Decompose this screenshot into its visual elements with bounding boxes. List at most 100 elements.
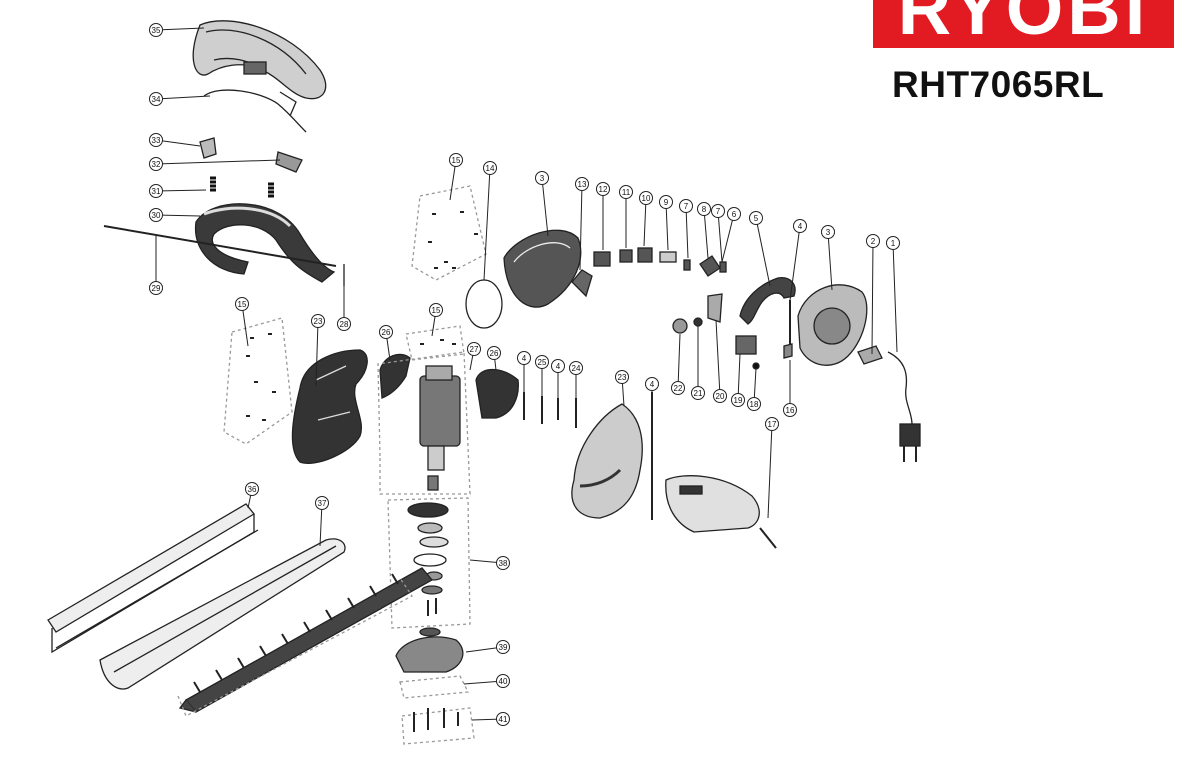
callout-circle [379, 325, 393, 339]
leader-line [665, 201, 669, 251]
callout-38: 38 [469, 556, 510, 570]
leader-line [155, 159, 281, 165]
callout-circle [615, 370, 629, 384]
ring-part [465, 279, 503, 329]
callout-27: 27 [467, 342, 481, 371]
callout-circle [337, 317, 351, 331]
callout-circle [793, 219, 807, 233]
leader-line [685, 205, 689, 259]
callout-15: 15 [449, 153, 463, 201]
callout-number: 23 [314, 317, 323, 326]
callout-number: 7 [684, 202, 689, 211]
plug-part [857, 345, 883, 365]
leader-line [767, 423, 773, 519]
callout-circle [149, 133, 163, 147]
callout-circle [711, 204, 725, 218]
callout-number: 12 [599, 185, 608, 194]
rod-part [103, 225, 337, 267]
callout-3: 3 [535, 171, 549, 237]
callout-circle [235, 297, 249, 311]
callout-circle [149, 23, 163, 37]
callout-number: 15 [238, 300, 247, 309]
callout-22: 22 [671, 333, 685, 395]
switch-components [593, 247, 727, 277]
callout-number: 31 [152, 187, 161, 196]
callout-circle [659, 195, 673, 209]
callout-circle [496, 640, 510, 654]
callout-number: 28 [340, 320, 349, 329]
callout-circle [866, 234, 880, 248]
callout-circle [517, 351, 531, 365]
callout-layer: 1233444456778910111213141515151617181920… [149, 23, 900, 726]
callout-circle [765, 417, 779, 431]
leader-line [703, 208, 709, 259]
callout-24: 24 [569, 361, 583, 398]
motor-housing-front-part [503, 229, 582, 308]
callout-circle [496, 674, 510, 688]
callout-23: 23 [615, 370, 629, 407]
callout-number: 4 [650, 380, 655, 389]
callout-number: 21 [694, 389, 703, 398]
callout-7: 7 [711, 204, 725, 263]
leader-line [789, 225, 801, 301]
leader-line [483, 167, 491, 281]
leader-line [892, 242, 898, 353]
screw-set-box-left [223, 317, 293, 445]
power-cord-part [887, 351, 921, 462]
callout-circle [569, 361, 583, 375]
small-internal-parts [672, 293, 793, 370]
callout-12: 12 [596, 182, 610, 250]
callout-16: 16 [783, 360, 797, 417]
callout-2: 2 [866, 234, 880, 355]
leader-line [715, 319, 721, 397]
callout-41: 41 [471, 712, 510, 726]
leader-line [541, 177, 549, 237]
screw-set-box-mid [405, 325, 465, 361]
callout-9: 9 [659, 195, 673, 251]
callout-number: 22 [674, 384, 683, 393]
callout-circle [619, 185, 633, 199]
callout-20: 20 [713, 319, 727, 403]
callout-number: 36 [248, 485, 257, 494]
callout-4: 4 [551, 359, 565, 398]
callout-number: 35 [152, 26, 161, 35]
callout-15: 15 [235, 297, 249, 347]
callout-number: 25 [538, 358, 547, 367]
callout-40: 40 [463, 674, 510, 688]
hedge-blade-part [177, 567, 434, 717]
callout-circle [149, 281, 163, 295]
callout-26: 26 [487, 346, 501, 371]
callout-29: 29 [149, 236, 163, 295]
ryobi-logo: RYOBI [873, 0, 1174, 48]
housing-half-right-part [571, 403, 643, 519]
callout-5: 5 [749, 211, 771, 287]
callout-4: 4 [645, 377, 659, 392]
leader-line [721, 213, 735, 263]
blade-sheath-part [47, 503, 259, 654]
trigger-part [275, 151, 303, 173]
callout-circle [691, 386, 705, 400]
leader-line [643, 197, 647, 247]
callout-number: 9 [664, 198, 669, 207]
callout-number: 15 [452, 156, 461, 165]
callout-circle [149, 184, 163, 198]
callout-circle [821, 225, 835, 239]
callout-number: 15 [432, 306, 441, 315]
callout-number: 8 [702, 205, 707, 214]
switch-part [199, 137, 217, 159]
leader-line [155, 27, 205, 31]
callout-35: 35 [149, 23, 205, 37]
callout-circle [727, 207, 741, 221]
callout-number: 11 [622, 188, 631, 197]
callout-14: 14 [483, 161, 497, 281]
callout-6: 6 [721, 207, 741, 263]
callout-number: 20 [716, 392, 725, 401]
callout-32: 32 [149, 157, 281, 171]
gear-cover-part [395, 627, 464, 673]
callout-number: 17 [768, 420, 777, 429]
callout-10: 10 [639, 191, 653, 247]
callout-39: 39 [465, 640, 510, 654]
callout-circle [535, 355, 549, 369]
callout-circle [639, 191, 653, 205]
